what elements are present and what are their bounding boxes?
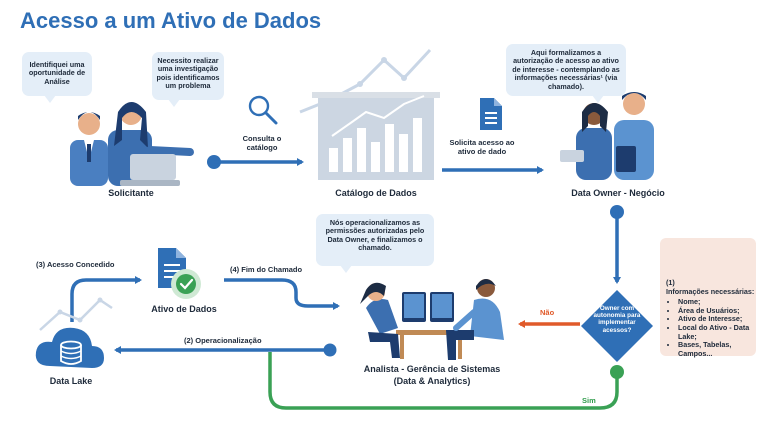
- bubble-opportunity: Identifiquei uma oportunidade de Análise: [22, 52, 92, 103]
- catalog-label: Catálogo de Dados: [335, 188, 417, 198]
- asset-label: Ativo de Dados: [151, 304, 217, 314]
- analyst-label-line2: (Data & Analytics): [393, 376, 471, 386]
- document-icon: [480, 98, 502, 130]
- yes-label: Sim: [582, 396, 596, 405]
- list-item: Área de Usuários;: [678, 306, 750, 316]
- no-label: Não: [540, 308, 555, 317]
- info-box-heading: Informações necessárias:: [666, 287, 755, 296]
- decision-text: Owner com autonomia para implementar ace…: [593, 305, 641, 334]
- data-owner-illustration: [560, 92, 654, 180]
- database-icon: [60, 340, 82, 365]
- list-item: Ativo de Interesse;: [678, 315, 750, 324]
- data-lake-illustration: [35, 297, 113, 368]
- analyst-label-line1: Analista - Gerência de Sistemas: [363, 364, 501, 374]
- request-access-label: Solicita acesso ao ativo de dado: [449, 138, 515, 156]
- check-icon: [171, 269, 201, 299]
- analysts-illustration: [360, 279, 504, 360]
- decision-diamond: [581, 290, 653, 362]
- page-title: Acesso a um Ativo de Dados: [20, 8, 322, 33]
- operationalization-label: (2) Operacionalização: [184, 336, 262, 345]
- data-lake-label: Data Lake: [49, 376, 93, 386]
- list-item: Nome;: [678, 297, 750, 307]
- catalog-illustration: [299, 48, 440, 180]
- requester-illustration: [70, 102, 194, 186]
- info-box-list: Nome; Área de Usuários; Ativo de Interes…: [666, 297, 750, 358]
- required-info-box: (1) Informações necessárias: Nome; Área …: [660, 238, 756, 358]
- end-ticket-label: (4) Fim do Chamado: [230, 265, 303, 274]
- bubble-operationalize: Nós operacionalizamos as permissões auto…: [316, 214, 434, 273]
- list-item: Bases, Tabelas, Campos...: [678, 340, 750, 358]
- requester-label: Solicitante: [108, 188, 154, 198]
- info-box-title: (1): [666, 278, 675, 287]
- bubble-investigation: Necessito realizar uma investigação pois…: [152, 52, 224, 107]
- consult-catalog-label: Consulta o catálogo: [242, 134, 282, 152]
- bubble-formalize: Aqui formalizamos a autorização de acess…: [506, 44, 626, 103]
- list-item: Local do Ativo - Data Lake;: [678, 323, 750, 341]
- data-owner-label: Data Owner - Negócio: [571, 188, 665, 198]
- access-granted-label: (3) Acesso Concedido: [36, 260, 115, 269]
- search-icon: [248, 95, 278, 125]
